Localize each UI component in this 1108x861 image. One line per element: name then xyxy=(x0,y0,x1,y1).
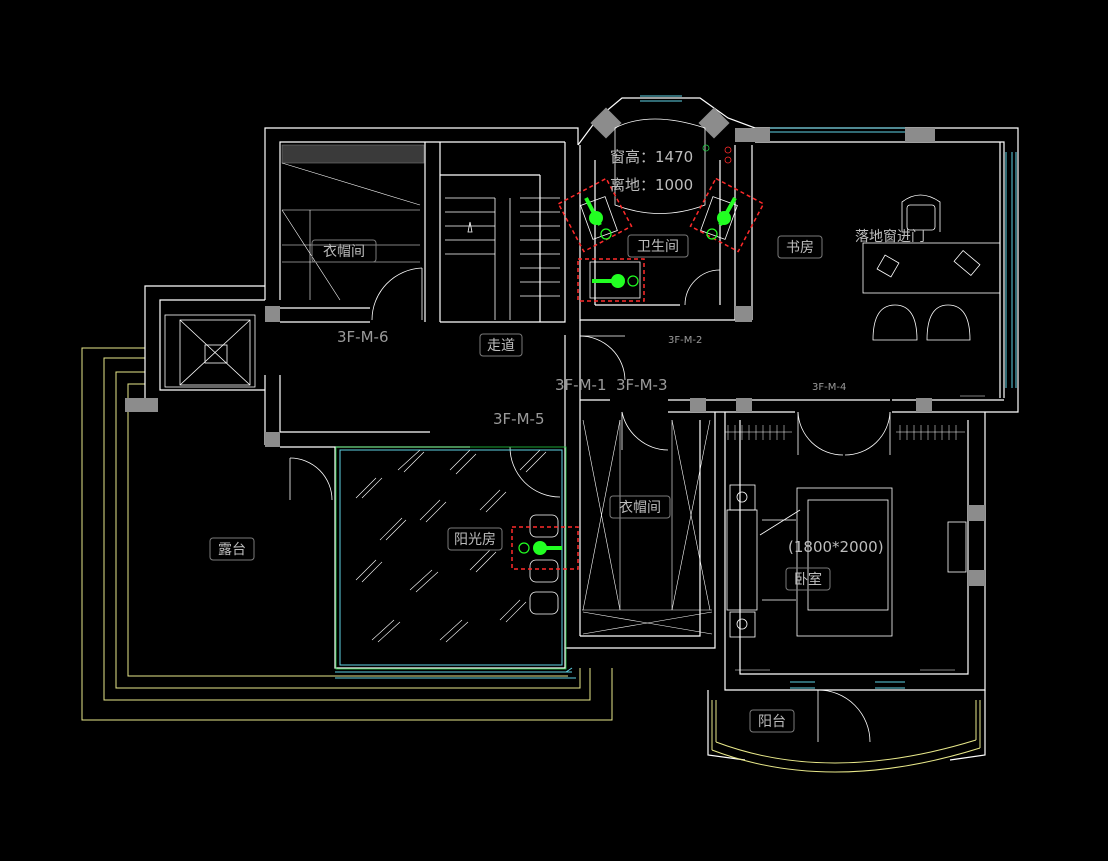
balcony-rail xyxy=(711,700,981,773)
door-tag-m3: 3F-M-3 xyxy=(616,376,667,394)
room-label-cloakroom-mid: 衣帽间 xyxy=(619,500,661,516)
wall-lamp-icon xyxy=(557,177,633,253)
door-swings xyxy=(289,267,891,743)
wall-blocks xyxy=(125,107,985,586)
room-label-cloakroom-top: 衣帽间 xyxy=(323,244,365,260)
window-height-note: 窗高：1470 xyxy=(610,148,693,166)
room-label-bathroom: 卫生间 xyxy=(637,239,679,255)
terrace-outline xyxy=(81,347,613,721)
room-label-corridor: 走道 xyxy=(487,338,515,354)
bedroom-furniture xyxy=(725,425,967,638)
door-tag-m5: 3F-M-5 xyxy=(493,410,544,428)
elevator-icon xyxy=(164,314,256,388)
sill-height-note: 离地：1000 xyxy=(610,176,693,194)
wall-light-marks xyxy=(735,395,985,671)
cloakroom-mid-wardrobe xyxy=(582,419,713,635)
room-label-boxes xyxy=(209,234,831,733)
interior-walls xyxy=(280,142,1004,413)
exterior-walls xyxy=(144,97,1019,761)
chair-icon xyxy=(901,194,941,232)
cloakroom-top-shelves xyxy=(281,144,425,301)
sunroom-glass xyxy=(335,446,567,670)
wall-lamp-icon xyxy=(577,258,645,302)
wall-lamp-icon xyxy=(511,526,579,570)
bed-size-note: (1800*2000) xyxy=(788,538,884,556)
room-label-sunroom: 阳光房 xyxy=(454,532,496,548)
door-tag-m4: 3F-M-4 xyxy=(812,382,846,393)
room-labels: 衣帽间 走道 卫生间 书房 阳光房 衣帽间 卧室 露台 阳台 xyxy=(218,239,822,730)
room-label-bedroom: 卧室 xyxy=(794,571,822,588)
annotations: 窗高：1470 离地：1000 落地窗进门 (1800*2000) xyxy=(610,148,925,556)
floor-window-door-note: 落地窗进门 xyxy=(855,228,925,245)
door-tags: 3F-M-6 3F-M-2 3F-M-1 3F-M-3 3F-M-4 3F-M-… xyxy=(337,328,846,428)
windows xyxy=(335,95,1017,689)
bathroom-fixtures xyxy=(580,118,738,299)
door-tag-m2: 3F-M-2 xyxy=(668,335,702,346)
wall-lamp-icon xyxy=(689,177,765,253)
door-tag-m1: 3F-M-1 xyxy=(555,376,606,394)
room-label-balcony: 阳台 xyxy=(758,714,786,730)
door-tag-m6: 3F-M-6 xyxy=(337,328,388,346)
stair xyxy=(445,197,560,320)
room-label-terrace: 露台 xyxy=(218,542,246,558)
study-furniture xyxy=(862,170,1001,341)
armchair-icon xyxy=(872,304,971,341)
room-label-study: 书房 xyxy=(786,240,814,256)
